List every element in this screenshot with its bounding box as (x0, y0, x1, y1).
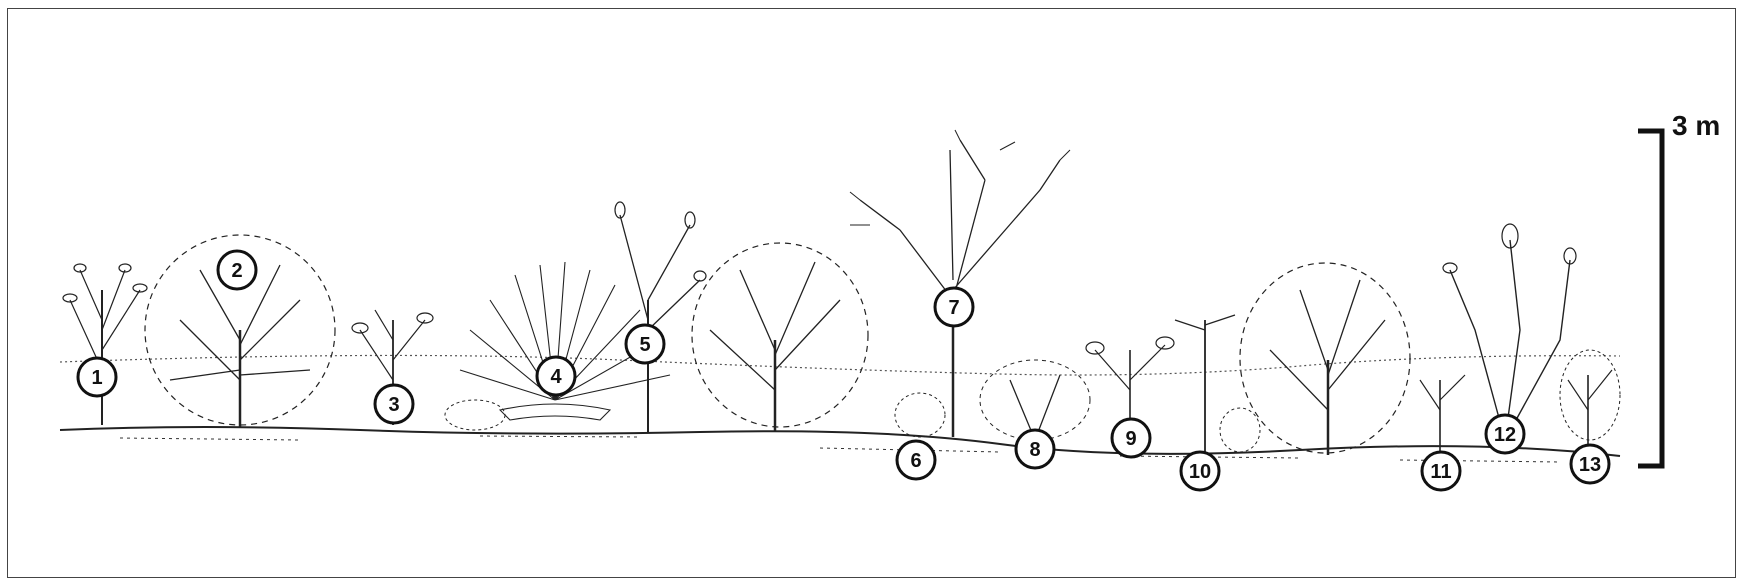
plant-8-shrub (980, 360, 1090, 440)
plant-large-shrub-2 (1240, 263, 1410, 455)
marker-2: 2 (218, 251, 256, 289)
marker-5-label: 5 (639, 334, 650, 356)
marker-5: 5 (626, 325, 664, 363)
marker-8: 8 (1016, 430, 1054, 468)
marker-12: 12 (1486, 415, 1524, 453)
plant-10-sapling (1175, 315, 1260, 455)
marker-1: 1 (78, 358, 116, 396)
plant-4-groundcover (445, 400, 505, 430)
plant-11-shrub (1420, 375, 1465, 455)
plant-5-flowering-shrub (615, 202, 706, 432)
plant-1-shrub (63, 264, 147, 425)
plant-12-climbing-shrub (1443, 224, 1576, 440)
marker-9: 9 (1112, 419, 1150, 457)
marker-3: 3 (375, 385, 413, 423)
marker-4-label: 4 (550, 366, 562, 388)
marker-6-label: 6 (910, 450, 921, 472)
scale-bar: 3 m (1638, 110, 1720, 466)
marker-11-label: 11 (1430, 461, 1451, 483)
marker-2-label: 2 (231, 260, 242, 282)
marker-4: 4 (537, 357, 575, 395)
plant-7-tall-tree (850, 130, 1070, 437)
marker-1-label: 1 (91, 367, 102, 389)
marker-7: 7 (935, 288, 973, 326)
marker-13: 13 (1571, 445, 1609, 483)
marker-7-label: 7 (948, 297, 959, 319)
marker-10: 10 (1181, 452, 1219, 490)
marker-10-label: 10 (1189, 461, 1211, 483)
background-vegetation-line (60, 355, 1620, 375)
marker-12-label: 12 (1494, 424, 1516, 446)
marker-8-label: 8 (1029, 439, 1040, 461)
marker-6: 6 (897, 441, 935, 479)
scale-label: 3 m (1672, 110, 1720, 141)
marker-11: 11 (1422, 452, 1460, 490)
plant-13-shrub (1560, 350, 1620, 455)
ground-line (60, 427, 1620, 462)
marker-13-label: 13 (1579, 454, 1601, 476)
plant-6-groundcover (895, 393, 945, 437)
marker-3-label: 3 (388, 394, 399, 416)
marker-9-label: 9 (1125, 428, 1136, 450)
plant-large-shrub (692, 243, 868, 432)
